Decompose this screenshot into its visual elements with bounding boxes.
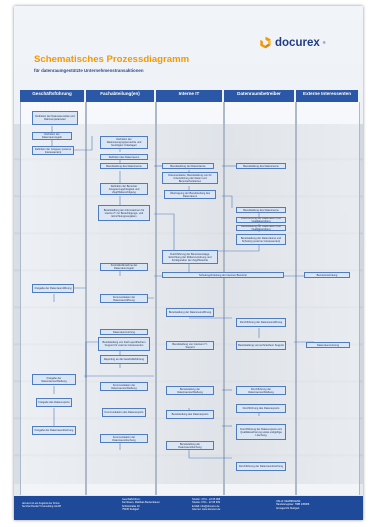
process-step: Bereitstellung des Datenraums: [236, 207, 286, 213]
logo-mark-icon: [260, 36, 271, 49]
process-step: Kommunikation des Datenexports: [102, 408, 146, 417]
process-step: Freigabe der Datenraumlöschung: [32, 426, 76, 435]
footer-line: Schönstraße 18: [122, 504, 140, 508]
lane-header-datenraumbetreiber: Datenraumbetreiber: [224, 90, 294, 102]
process-step: Bereitstellung des Datenraums: [100, 163, 148, 169]
lane-header-geschaeftsfuehrung: Geschäftsführung: [20, 90, 84, 102]
process-step: Durchführung der Benutzeranlage, Einrich…: [162, 250, 218, 264]
process-step: Dokumentation, Bereitstellung von für Un…: [162, 172, 218, 184]
process-step: Durchführung der Datenexports und Qualit…: [236, 424, 286, 440]
process-step: Durchführung der Datenraumlöschung: [236, 462, 286, 471]
footer-line: Handelsregister: HRB 245086: [276, 503, 310, 507]
process-step: Durchführung des Datenexports: [236, 404, 286, 413]
footer-line: Karl Evers, Matthias Beckenbauer: [122, 501, 160, 505]
process-step: Kommunikation der Datenraumschließung: [100, 382, 148, 391]
process-step: Kommunikation der Datenraumöffnung: [100, 294, 148, 303]
process-step: Bereitstellung von internem IT-Support: [166, 341, 214, 350]
process-step: Kommunikation der Datenraumlöschung: [100, 434, 148, 443]
footer-line: E-Mail: info@docurex.de: [192, 504, 220, 508]
process-step: Definition der Datenraumregeln: [32, 132, 72, 140]
logo-registered-mark: ®: [322, 40, 326, 45]
lane-externe-interessenten: [296, 102, 360, 495]
process-step: Bereitstellung der Datenraumöffnung: [166, 308, 214, 317]
footer-line: Geschäftsführer:: [122, 498, 141, 501]
process-step: Reporting an die Geschäftsführung: [100, 355, 148, 364]
process-step: Datenraumnutzung: [100, 329, 148, 335]
footer-line: Telefon: 0711 - 22 65 908: [192, 498, 221, 501]
footer-line: Amtsgericht Stuttgart: [276, 506, 300, 510]
docurex-logo: docurex®: [259, 36, 326, 49]
process-step: Definition der Benutzer Gruppenzugehörig…: [100, 183, 148, 195]
process-step: Bereitstellung der Datenraumlöschung: [166, 441, 214, 450]
process-step: Schulung/Anleitung der internen Benutzer: [162, 272, 284, 278]
process-step: Bereitstellung der Datenraum- und Qualit…: [236, 225, 286, 231]
logo-wordmark: docurex: [275, 36, 320, 49]
process-step: Bereitstellung der Informationen für int…: [98, 205, 150, 221]
process-step: Freigabe der Datenraumschließung: [32, 374, 76, 385]
process-step: Übertragung der Bereitstellung des Daten…: [164, 190, 216, 199]
footer-line: 75045 Stuttgart: [122, 508, 140, 512]
footer-line: USt-Id: DE289811290: [276, 500, 301, 503]
process-step: Durchführung der Datenraumschließung: [236, 386, 286, 395]
process-step: Bereitstellung des Datenexports: [166, 410, 214, 419]
process-step: Definition des Datenraums: [100, 154, 148, 160]
process-step: Durchführung der Datenraumöffnung: [236, 318, 286, 327]
footer-line: Sercha Kheda IT-Consulting GmbH: [22, 505, 62, 509]
lane-header-fachabteilung: Fachabteilung(en): [86, 90, 154, 102]
footer-management: Geschäftsführer: Karl Evers, Matthias Be…: [122, 498, 160, 512]
footer-contact: Telefon: 0711 - 22 65 908 Telefax: 0711 …: [192, 498, 220, 512]
footer-company: docurex ist ein Angebot der Firma Sercha…: [22, 502, 61, 509]
footer-line: Internet: www.docurex.de: [192, 508, 221, 512]
process-step: Definition der Datenraumgruppenrechte un…: [100, 136, 148, 149]
process-step: Bereitstellung der Datenräume und Schulu…: [236, 234, 286, 245]
diagram-title: Schematisches Prozessdiagramm: [34, 54, 190, 65]
process-step: Definition der Gruppen (externe Interess…: [32, 146, 74, 155]
poster-footer: docurex ist ein Angebot der Firma Sercha…: [14, 496, 363, 520]
process-step: Datenraumnutzung: [306, 342, 350, 348]
process-step: Bereitstellung der Datenräume: [162, 163, 214, 169]
process-diagram-poster: docurex® Schematisches Prozessdiagramm f…: [14, 6, 363, 520]
process-step: Kontrolle/Abnahme der Datenraumregeln: [100, 263, 148, 271]
process-step: Bereitstellung von technischem Support: [236, 341, 286, 350]
lane-header-interne-it: Interne IT: [156, 90, 222, 102]
footer-line: docurex ist ein Angebot der Firma: [22, 502, 60, 505]
process-step: Durchführung der Datenraum- und Qualität…: [236, 217, 286, 223]
process-step: Freigabe des Datenexports: [36, 398, 72, 407]
process-step: Bereitstellung von Fach-spezifischem Sup…: [98, 337, 150, 351]
process-step: Benutzerschulung: [304, 272, 350, 278]
footer-register: USt-Id: DE289811290 Handelsregister: HRB…: [276, 500, 309, 510]
process-step: Bereitstellung des Datenraums: [236, 163, 286, 169]
process-step: Bereitstellung der Datenraumschließung: [166, 386, 214, 395]
process-step: Definition der Datenraumziele und Rahmen…: [32, 111, 78, 125]
footer-line: Telefax: 0711 - 22 65 909: [192, 501, 221, 505]
process-step: Freigabe der Datenraumöffnung: [32, 284, 74, 293]
diagram-subtitle: für datenraumgestützte Unternehmenstrans…: [34, 68, 144, 73]
lane-header-externe-interessenten: Externe Interessenten: [296, 90, 358, 102]
